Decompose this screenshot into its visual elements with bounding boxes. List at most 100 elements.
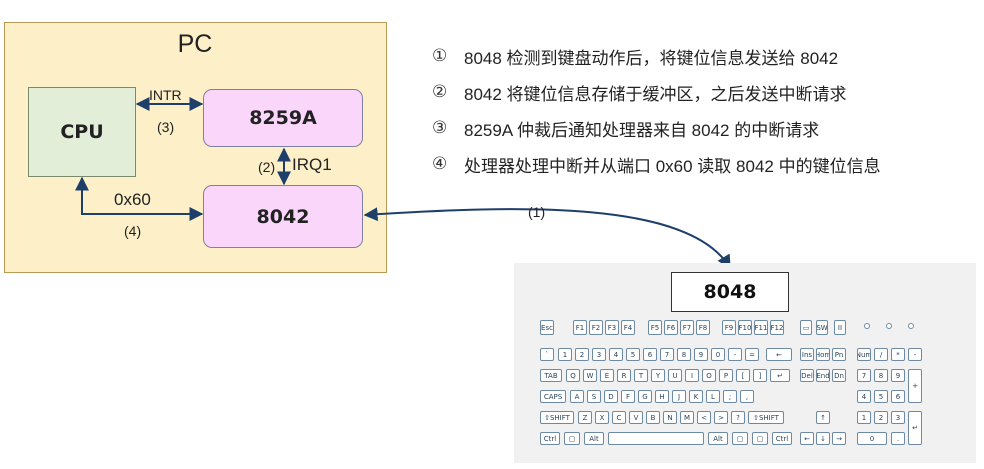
- keyboard-key: F1: [573, 320, 587, 335]
- intr-label: INTR: [149, 87, 182, 103]
- keyboard-key: →: [832, 432, 846, 445]
- keyboard-key: Dn: [832, 369, 846, 382]
- keyboard-key: X: [595, 411, 609, 424]
- keyboard-key: +: [908, 369, 922, 403]
- keyboard-key: ←: [800, 432, 814, 445]
- keyboard-key: ↵: [908, 411, 922, 445]
- keyboard-key: E: [600, 369, 614, 382]
- keyboard-key: K: [689, 390, 703, 403]
- keyboard-key: F4: [621, 320, 635, 335]
- keyboard-key: F9: [722, 320, 736, 335]
- keyboard-key: Ins: [800, 348, 814, 361]
- keyboard-key: A: [570, 390, 584, 403]
- keyboard-key: W: [583, 369, 597, 382]
- keyboard-key: 6: [891, 390, 905, 403]
- cpu-block: CPU: [28, 87, 136, 177]
- keyboard-key: 0: [857, 432, 887, 445]
- keyboard-key: F6: [664, 320, 678, 335]
- keyboard-key: D: [604, 390, 618, 403]
- keyboard-key: 6: [643, 348, 657, 361]
- keyboard-key: II: [834, 320, 846, 335]
- keyboard-key: 2: [575, 348, 589, 361]
- port-step-label: (4): [124, 223, 142, 239]
- keyboard-key: 0: [711, 348, 725, 361]
- keyboard-key: 5: [626, 348, 640, 361]
- keyboard-key: End: [816, 369, 830, 382]
- keyboard-key: ▢: [564, 432, 580, 445]
- keyboard-key: 1: [558, 348, 572, 361]
- keyboard-link-step-label: (1): [528, 204, 546, 220]
- keyboard-key: Z: [578, 411, 592, 424]
- step-item: ② 8042 将键位信息存储于缓冲区，之后发送中断请求: [432, 74, 881, 110]
- step-text: 8042 将键位信息存储于缓冲区，之后发送中断请求: [464, 84, 847, 104]
- kbc-8042-block: 8042: [203, 185, 363, 248]
- keyboard-key: ▢: [732, 432, 748, 445]
- keyboard-key: =: [745, 348, 759, 361]
- keyboard-key: 7: [857, 369, 871, 382]
- pic-label: 8259A: [249, 107, 317, 129]
- keyboard-key: 5: [874, 390, 888, 403]
- keyboard-key: Alt: [708, 432, 728, 445]
- num-lock-led-icon: [864, 323, 870, 329]
- irq1-step-label: (2): [258, 159, 276, 175]
- kbc-label: 8042: [256, 205, 310, 228]
- keyboard-key: 7: [660, 348, 674, 361]
- keyboard-key: F8: [696, 320, 710, 335]
- keyboard-key: 1: [857, 411, 871, 424]
- keyboard-key: F3: [605, 320, 619, 335]
- keyboard-key: SW: [816, 320, 828, 335]
- step-number: ①: [432, 46, 448, 65]
- keyboard-key: Hom: [816, 348, 830, 361]
- keyboard-key: CAPS: [540, 390, 566, 403]
- keyboard-key: 3: [592, 348, 606, 361]
- step-text: 处理器处理中断并从端口 0x60 读取 8042 中的键位信息: [464, 156, 881, 176]
- keyboard-key: Del: [800, 369, 814, 382]
- keyboard-key: Num: [857, 348, 871, 361]
- keyboard-key: [: [736, 369, 750, 382]
- step-number: ②: [432, 82, 448, 101]
- keyboard-key: .: [891, 432, 905, 445]
- keyboard-key: 3: [891, 411, 905, 424]
- keyboard-key: F2: [589, 320, 603, 335]
- keyboard-key: L: [706, 390, 720, 403]
- caps-lock-led-icon: [886, 323, 892, 329]
- keyboard-key: -: [908, 348, 922, 361]
- keyboard-key: ▭: [800, 320, 812, 335]
- port-label: 0x60: [114, 190, 151, 209]
- keyboard-key: *: [891, 348, 905, 361]
- keyboard-key: J: [672, 390, 686, 403]
- scroll-lock-led-icon: [908, 323, 914, 329]
- keyboard-key: F7: [680, 320, 694, 335]
- keyboard-key: H: [655, 390, 669, 403]
- irq1-label: IRQ1: [292, 155, 332, 174]
- keyboard-key: F5: [648, 320, 662, 335]
- keyboard-key: <: [697, 411, 711, 424]
- keyboard-key: ⇧SHIFT: [748, 411, 784, 424]
- step-item: ① 8048 检测到键盘动作后，将键位信息发送给 8042: [432, 38, 881, 74]
- keyboard-key: O: [702, 369, 716, 382]
- keyboard-key: R: [617, 369, 631, 382]
- keyboard-key: Ctrl: [772, 432, 792, 445]
- intr-step-label: (3): [157, 119, 175, 135]
- keyboard-key: G: [638, 390, 652, 403]
- keyboard-key: 4: [857, 390, 871, 403]
- keyboard-space-key: [608, 432, 704, 445]
- keyboard-key: ↓: [816, 432, 830, 445]
- keyboard-key: F10: [738, 320, 752, 335]
- keyboard-key: ,: [740, 390, 754, 403]
- step-text: 8048 检测到键盘动作后，将键位信息发送给 8042: [464, 48, 839, 68]
- pic-8259a-block: 8259A: [203, 89, 363, 147]
- keyboard-key: Alt: [584, 432, 604, 445]
- keyboard-key: /: [874, 348, 888, 361]
- keyboard-key: ↵: [770, 369, 790, 382]
- keyboard-key: 2: [874, 411, 888, 424]
- keyboard-key: 4: [609, 348, 623, 361]
- keyboard-key: ▢: [752, 432, 768, 445]
- keyboard-key: F11: [754, 320, 768, 335]
- step-text: 8259A 仲裁后通知处理器来自 8042 的中断请求: [464, 120, 820, 140]
- keyboard-key: 9: [891, 369, 905, 382]
- step-number: ③: [432, 118, 448, 137]
- step-number: ④: [432, 154, 448, 173]
- step-item: ③ 8259A 仲裁后通知处理器来自 8042 的中断请求: [432, 110, 881, 146]
- pc-title: PC: [177, 30, 213, 58]
